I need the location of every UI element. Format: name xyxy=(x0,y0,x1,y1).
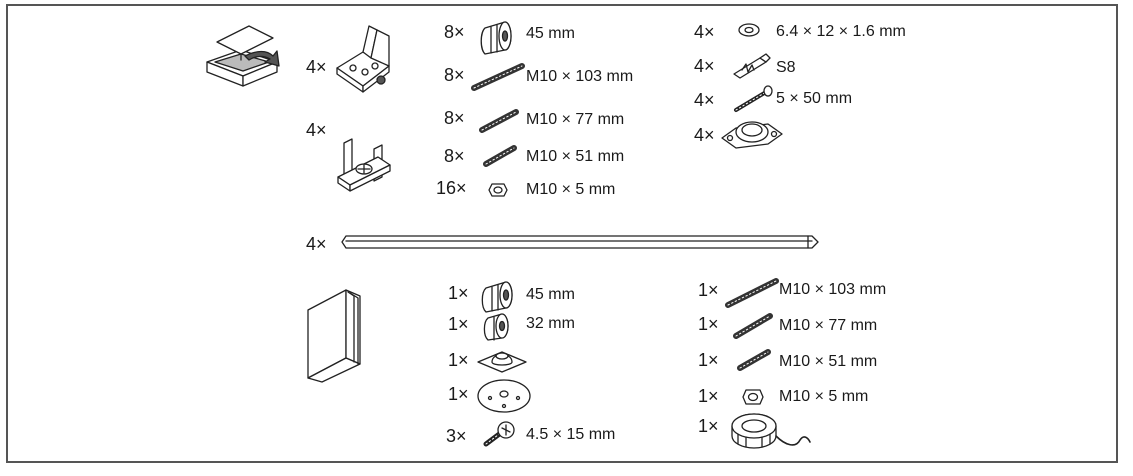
rod-51b-label: M10 × 51 mm xyxy=(779,353,878,370)
round-disc-icon xyxy=(477,379,531,413)
threaded-rod-icon xyxy=(483,145,517,167)
rod-77-label: M10 × 77 mm xyxy=(526,111,625,128)
manual-booklet-icon xyxy=(307,289,361,383)
nut-count: 16× xyxy=(436,178,467,198)
threaded-rod-icon xyxy=(725,278,779,308)
spacer-45-count: 8× xyxy=(444,22,465,42)
rod-51-label: M10 × 51 mm xyxy=(526,148,625,165)
screw-icon xyxy=(483,421,515,447)
rod-103-count: 8× xyxy=(444,65,465,85)
washer-icon xyxy=(738,23,760,37)
rod-103b-count: 1× xyxy=(698,280,719,300)
disc-count: 1× xyxy=(448,384,469,404)
threaded-rod-icon xyxy=(479,109,519,133)
screw-icon xyxy=(734,85,773,112)
rod-77-count: 8× xyxy=(444,108,465,128)
threaded-rod-icon xyxy=(733,313,773,339)
plug-label: S8 xyxy=(776,59,796,76)
threaded-rod-icon xyxy=(737,349,771,371)
rod-51-count: 8× xyxy=(444,146,465,166)
screw-small-count: 3× xyxy=(446,426,467,446)
spacer-45-label: 45 mm xyxy=(526,25,575,42)
flange-count: 4× xyxy=(694,125,715,145)
cylindrical-spacer-icon xyxy=(481,281,513,313)
corner-count: 4× xyxy=(306,57,327,77)
rod-103b-label: M10 × 103 mm xyxy=(779,281,887,298)
hex-nut-icon xyxy=(742,389,764,405)
sensor-count: 1× xyxy=(698,416,719,436)
washer-count: 4× xyxy=(694,22,715,42)
spacer-32-label: 32 mm xyxy=(526,315,575,332)
parts-list-frame xyxy=(6,4,1118,463)
wall-plug-icon xyxy=(733,53,771,79)
base-plate-icon xyxy=(477,351,527,373)
screw-count: 4× xyxy=(694,90,715,110)
rod-77b-label: M10 × 77 mm xyxy=(779,317,878,334)
nut-b-label: M10 × 5 mm xyxy=(779,388,869,405)
rod-103-label: M10 × 103 mm xyxy=(526,68,634,85)
nut-label: M10 × 5 mm xyxy=(526,181,616,198)
rod-51b-count: 1× xyxy=(698,350,719,370)
plug-count: 4× xyxy=(694,56,715,76)
hex-nut-icon xyxy=(488,183,508,197)
clip-count: 4× xyxy=(306,120,327,140)
cylindrical-spacer-icon xyxy=(480,21,512,55)
plate-count: 1× xyxy=(448,350,469,370)
corner-bracket-icon xyxy=(336,25,390,93)
u-clip-bracket-icon xyxy=(337,138,391,192)
cylindrical-spacer-icon xyxy=(483,313,509,341)
rod-77b-count: 1× xyxy=(698,314,719,334)
rail-bar-icon xyxy=(341,235,819,249)
spacer-45b-label: 45 mm xyxy=(526,286,575,303)
rail-count: 4× xyxy=(306,234,327,254)
washer-label: 6.4 × 12 × 1.6 mm xyxy=(776,23,906,40)
spacer-32-count: 1× xyxy=(448,314,469,334)
sensor-with-cable-icon xyxy=(731,413,811,449)
screw-small-label: 4.5 × 15 mm xyxy=(526,426,616,443)
spacer-45b-count: 1× xyxy=(448,283,469,303)
nut-b-count: 1× xyxy=(698,386,719,406)
mounting-flange-icon xyxy=(721,121,783,149)
screw-label: 5 × 50 mm xyxy=(776,90,853,107)
open-box-arrow-icon xyxy=(206,25,280,87)
threaded-rod-icon xyxy=(471,63,525,91)
